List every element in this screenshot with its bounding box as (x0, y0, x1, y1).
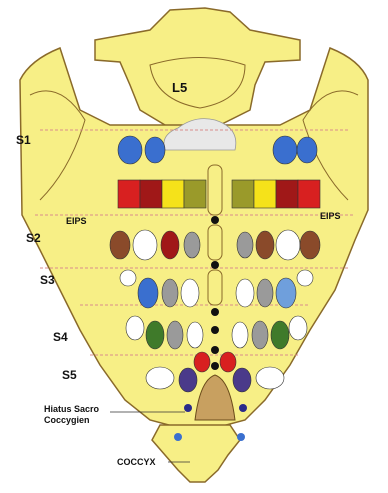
label-l5: L5 (172, 80, 187, 95)
coccyx-bone (152, 425, 245, 482)
color-bar-swatch-red (118, 180, 140, 208)
label-eips-right: EIPS (320, 211, 341, 221)
label-coccyx: COCCYX (117, 457, 156, 467)
coccyx-point-left (174, 433, 182, 441)
color-bar-swatch-yellow (162, 180, 184, 208)
color-bar-swatch-yellow (254, 180, 276, 208)
label-hiatus: Hiatus Sacro Coccygien (44, 404, 99, 426)
color-bar-swatch-olive (232, 180, 254, 208)
label-s5: S5 (62, 368, 77, 382)
label-s4: S4 (53, 330, 68, 344)
l5-vertebra (95, 8, 300, 130)
label-eips-left: EIPS (66, 216, 87, 226)
label-s3: S3 (40, 273, 55, 287)
label-s2: S2 (26, 231, 41, 245)
color-bar-swatch-dark_red (276, 180, 298, 208)
label-hiatus-line1: Hiatus Sacro (44, 404, 99, 415)
label-s1: S1 (16, 133, 31, 147)
color-bar-swatch-red (298, 180, 320, 208)
coccyx-point-right (237, 433, 245, 441)
color-bar-swatch-olive (184, 180, 206, 208)
color-bar-swatch-dark_red (140, 180, 162, 208)
label-hiatus-line2: Coccygien (44, 415, 99, 426)
